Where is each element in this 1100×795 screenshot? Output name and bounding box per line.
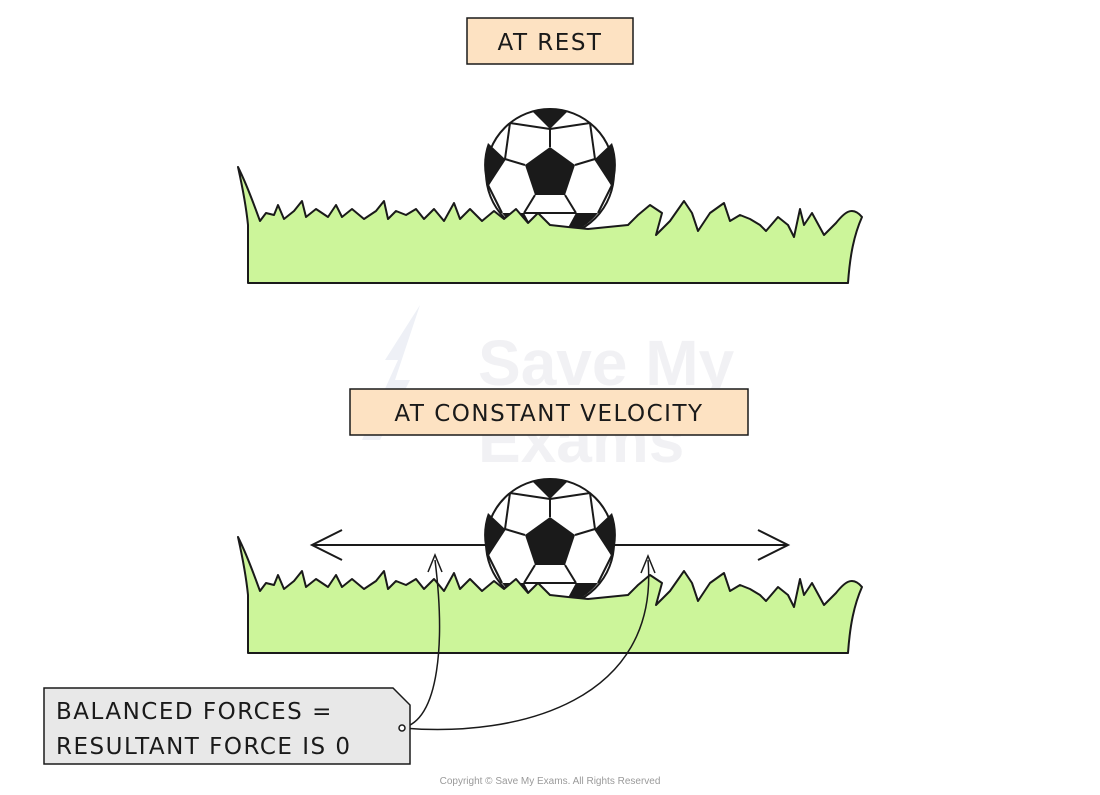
- at-rest-label: AT REST: [466, 17, 634, 65]
- callout-anchor-dot: [398, 724, 406, 732]
- watermark-line1: Save My: [478, 327, 735, 399]
- at-constant-velocity-text: AT CONSTANT VELOCITY: [394, 401, 703, 427]
- balanced-forces-callout: BALANCED FORCES = RESULTANT FORCE IS 0: [43, 687, 411, 765]
- constant-velocity-scene: [237, 477, 863, 731]
- right-force-arrow-icon: [612, 529, 791, 561]
- at-constant-velocity-label: AT CONSTANT VELOCITY: [349, 388, 749, 436]
- copyright-notice: Copyright © Save My Exams. All Rights Re…: [439, 776, 661, 787]
- callout-pointer: [401, 553, 656, 731]
- callout-line1: BALANCED FORCES =: [56, 699, 333, 725]
- left-force-arrow-icon: [309, 529, 488, 561]
- callout-line2: RESULTANT FORCE IS 0: [56, 734, 352, 760]
- watermark-logo-icon: [362, 305, 420, 440]
- at-rest-text: AT REST: [498, 30, 603, 56]
- at-rest-scene: [237, 107, 863, 284]
